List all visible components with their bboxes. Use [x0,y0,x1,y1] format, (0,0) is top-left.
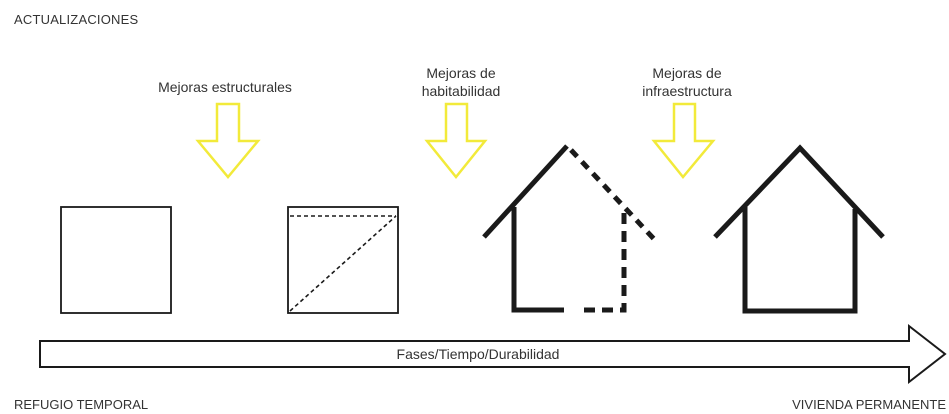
structural-upgrade-arrow [195,102,261,179]
permanent-house [713,144,885,314]
habitability-upgrade-arrow [424,102,488,179]
temporary-shelter-square [60,206,172,314]
diagram-title: ACTUALIZACIONES [14,12,139,27]
timeline-arrow [39,323,947,385]
upgrade-arrows [195,102,716,179]
timeline-label: Fases/Tiempo/Durabilidad [396,346,560,362]
timeline-end-label: VIVIENDA PERMANENTE [792,397,946,412]
infrastructure-upgrade-label: Mejoras de infraestructura [642,65,732,99]
timeline-start-label: REFUGIO TEMPORAL [14,397,149,412]
structural-improved-square [287,206,399,314]
habitability-upgrade-label: Mejoras de habitabilidad [421,65,501,99]
structural-upgrade-label: Mejoras estructurales [158,79,292,95]
habitability-house [482,144,656,313]
infrastructure-upgrade-arrow [651,102,716,179]
